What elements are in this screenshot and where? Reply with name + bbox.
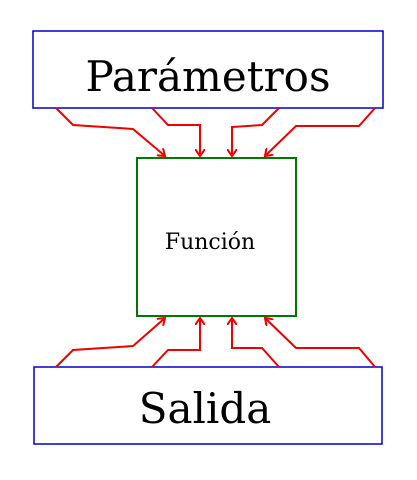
output-arrow-1 xyxy=(55,318,165,368)
output-arrow-4 xyxy=(265,318,376,368)
parametros-box xyxy=(32,30,384,109)
salida-label: Salida xyxy=(139,384,272,433)
output-arrow-3 xyxy=(232,318,280,368)
output-arrow-2 xyxy=(151,318,200,368)
input-arrow-2 xyxy=(151,107,200,156)
funcion-label: Función xyxy=(165,230,255,255)
parametros-node: Parámetros xyxy=(32,30,384,109)
output-arrows xyxy=(55,318,376,368)
input-arrows xyxy=(55,107,376,156)
salida-node: Salida xyxy=(33,366,383,445)
input-arrow-4 xyxy=(265,107,376,156)
salida-box xyxy=(33,366,383,445)
funcion-node: Función xyxy=(136,157,297,317)
parametros-label: Parámetros xyxy=(85,52,330,101)
input-arrow-3 xyxy=(232,107,280,156)
funcion-box xyxy=(136,157,297,317)
input-arrow-1 xyxy=(55,107,165,156)
